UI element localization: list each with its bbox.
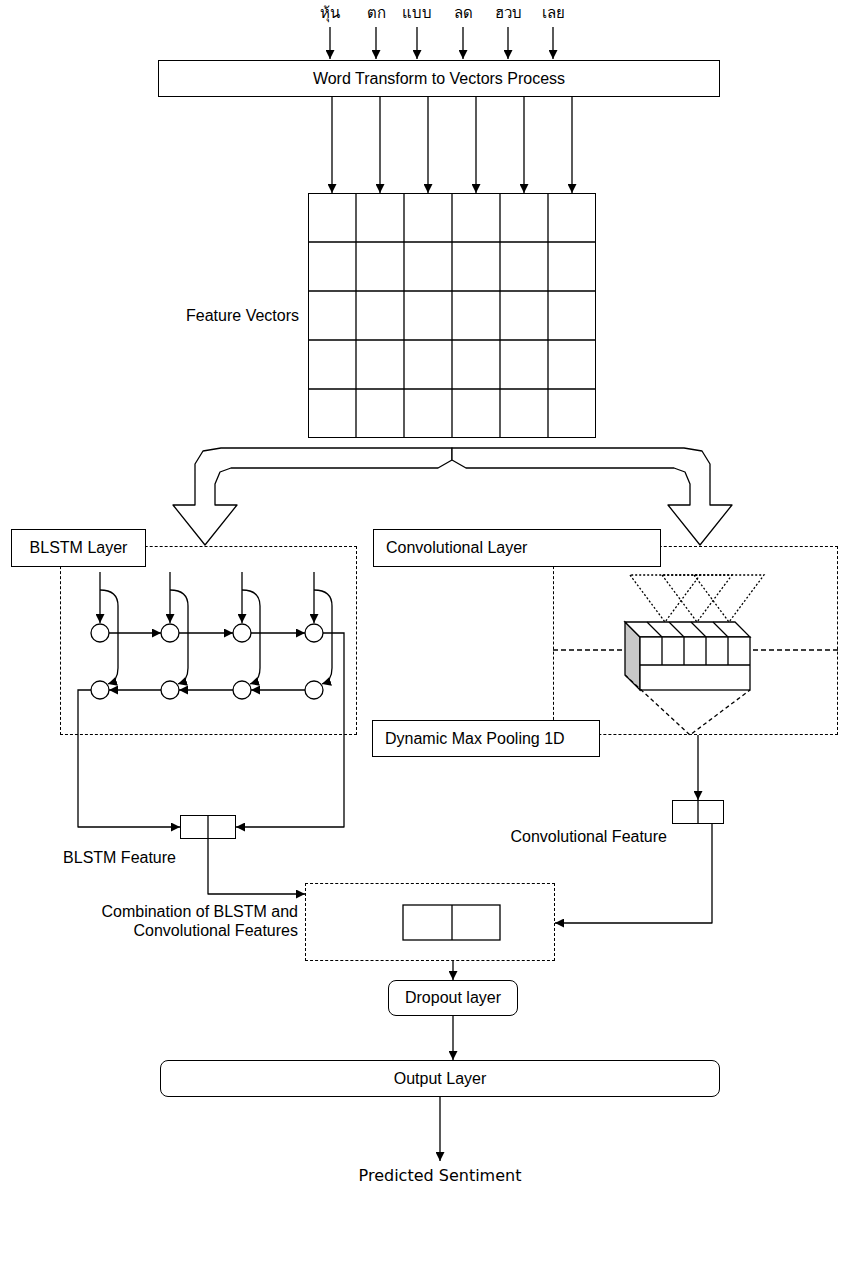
cell-divider: [207, 815, 208, 839]
connector: [452, 961, 453, 980]
node-text: Combination of BLSTM and Convolutional F…: [98, 902, 298, 940]
connector: [697, 735, 698, 800]
input-link: [241, 572, 242, 623]
process-box: Word Transform to Vectors Process: [158, 60, 720, 97]
dropout-box: Dropout layer: [388, 980, 518, 1016]
input-link: [313, 572, 314, 623]
backward-link: [251, 689, 305, 690]
node-text: BLSTM Feature: [63, 848, 176, 867]
connector: [523, 97, 524, 193]
connector: [78, 735, 180, 827]
lstm-cell: [161, 624, 179, 642]
feature-matrix: Feature Vectors: [308, 193, 596, 438]
output-lead: [78, 690, 91, 735]
input-link: [99, 572, 100, 623]
lstm-cell: [233, 624, 251, 642]
feature-box: Convolutional Feature: [672, 800, 724, 824]
lstm-cell: [305, 681, 323, 699]
blstm-region: BLSTM Layer: [60, 546, 357, 735]
pooling-box: Dynamic Max Pooling 1D: [372, 720, 600, 757]
drawing: [78, 27, 838, 1161]
forward-link: [251, 632, 305, 633]
node-text: Feature Vectors: [186, 306, 299, 325]
input-branch: [242, 590, 260, 684]
token-arrow: [375, 27, 376, 59]
filter-window: [630, 575, 700, 622]
input-token: หุ้น: [320, 4, 340, 22]
feature-box: BLSTM Feature: [180, 815, 236, 839]
input-branch: [170, 590, 188, 684]
token-arrow: [552, 27, 553, 59]
block-cells: [640, 622, 750, 665]
filter-window: [662, 575, 732, 622]
backward-link: [179, 689, 233, 690]
forward-link: [179, 632, 233, 633]
node-text: Dropout layer: [405, 988, 501, 1007]
connector: [331, 97, 332, 193]
combined-feature: [403, 905, 500, 940]
token-arrow: [462, 27, 463, 59]
input-branch: [314, 590, 332, 684]
output-label: Predicted Sentiment: [359, 1166, 522, 1185]
pooling-funnel: [625, 675, 750, 735]
node-text: Convolutional Feature: [510, 827, 667, 846]
input-token: ฮวบ: [495, 4, 522, 22]
combination-region: Combination of BLSTM and Convolutional F…: [305, 883, 555, 961]
input-token: เลย: [542, 4, 565, 22]
output-arrow: [439, 1097, 440, 1161]
block-front: [640, 637, 750, 690]
node-text: Output Layer: [394, 1069, 487, 1088]
connector: [427, 97, 428, 193]
connector: [571, 97, 572, 193]
cell-divider: [697, 800, 698, 824]
input-token: ตก: [367, 4, 386, 22]
lstm-cell: [91, 681, 109, 699]
lstm-cell: [233, 681, 251, 699]
input-branch: [100, 590, 118, 684]
forward-link: [109, 632, 161, 633]
connector: [208, 839, 305, 894]
connector: [236, 735, 344, 827]
conv-region: Convolutional Layer: [553, 546, 838, 735]
cell-divider: [451, 905, 452, 940]
lstm-cell: [91, 624, 109, 642]
block-top: [625, 622, 750, 637]
connector: [475, 97, 476, 193]
connector: [379, 97, 380, 193]
node-text: Dynamic Max Pooling 1D: [385, 729, 565, 748]
output-box: Output Layer: [160, 1060, 720, 1097]
node-text: Convolutional Layer: [373, 529, 661, 567]
input-token: ลด: [454, 4, 473, 22]
output-lead: [323, 633, 344, 735]
input-link: [169, 572, 170, 623]
token-arrow: [329, 27, 330, 59]
backward-link: [109, 689, 161, 690]
filter-window: [694, 575, 764, 622]
node-text: Word Transform to Vectors Process: [313, 69, 565, 88]
node-text: BLSTM Layer: [11, 529, 146, 567]
token-arrow: [507, 27, 508, 59]
token-arrow: [416, 27, 417, 59]
lstm-cell: [161, 681, 179, 699]
input-token: แบบ: [402, 4, 432, 22]
lstm-cell: [305, 624, 323, 642]
grid-lines: [308, 193, 596, 438]
connector: [452, 1016, 453, 1060]
